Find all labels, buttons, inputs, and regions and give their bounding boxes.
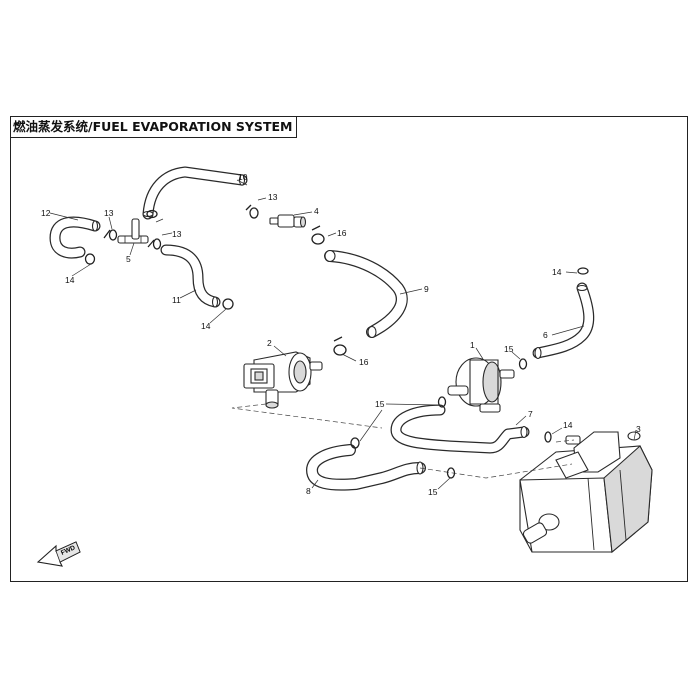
callout-13-top: 13 [268, 192, 278, 202]
callout-3: 3 [636, 424, 641, 434]
callout-13-left: 13 [104, 208, 114, 218]
clamps [84, 204, 589, 479]
callout-8: 8 [306, 486, 311, 496]
dashed-routing-lines [231, 403, 575, 479]
callout-11: 11 [172, 295, 181, 305]
callout-numbers: 10 12 13 13 13 4 16 5 14 11 14 9 14 6 1 … [41, 172, 641, 497]
hose-10 [142, 166, 248, 220]
callout-14-left: 14 [65, 275, 75, 285]
hose-6 [532, 282, 595, 360]
purge-valve-2 [243, 351, 323, 409]
tee-fitting-5 [117, 218, 149, 244]
callout-13-mid: 13 [172, 229, 182, 239]
hose-7 [390, 404, 530, 454]
callout-14-mid: 14 [201, 321, 211, 331]
callout-6: 6 [543, 330, 548, 340]
callout-4: 4 [314, 206, 319, 216]
callout-9: 9 [424, 284, 429, 294]
callout-14-canister: 14 [563, 420, 573, 430]
hose-9 [324, 249, 408, 339]
callout-16-top: 16 [337, 228, 347, 238]
callout-14-right: 14 [552, 267, 562, 277]
callout-12: 12 [41, 208, 51, 218]
fwd-direction-arrow: FWD [36, 541, 81, 567]
callout-1: 1 [470, 340, 475, 350]
leader-lines [49, 179, 637, 490]
callout-2: 2 [267, 338, 272, 348]
hose-8 [306, 444, 426, 491]
callout-5: 5 [126, 254, 131, 264]
callout-16-mid: 16 [359, 357, 369, 367]
callout-10: 10 [238, 172, 248, 182]
diagram-frame [10, 116, 688, 582]
carbon-canister-3 [519, 431, 653, 554]
diagram-title: 燃油蒸发系统/FUEL EVAPORATION SYSTEM [10, 116, 298, 138]
hose-11 [160, 244, 221, 308]
callout-15-mid: 15 [375, 399, 385, 409]
callout-7: 7 [528, 409, 533, 419]
callout-15-right: 15 [504, 344, 514, 354]
check-valve-4 [269, 214, 307, 228]
callout-15-bottom: 15 [428, 487, 438, 497]
hose-12 [49, 216, 101, 259]
vent-valve-1 [447, 357, 515, 413]
